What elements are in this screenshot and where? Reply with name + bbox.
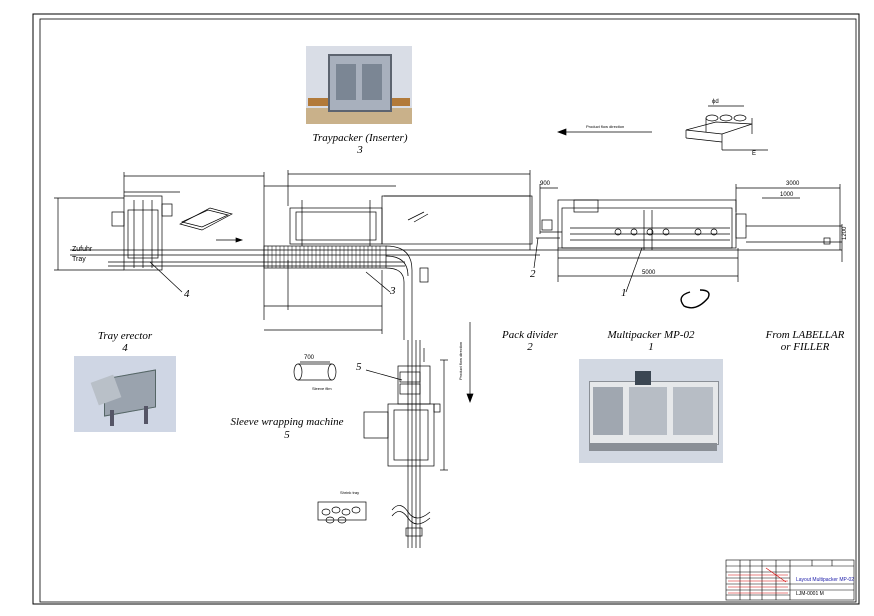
callout-1: 1 — [621, 287, 627, 299]
multipacker-photo — [579, 359, 723, 463]
leader-5 — [365, 369, 403, 381]
callout-5: 5 — [356, 361, 362, 373]
leader-4 — [149, 261, 183, 293]
infeed-label-tray: Tray — [72, 256, 86, 263]
multipacker-number: 1 — [648, 341, 654, 353]
leader-1 — [625, 247, 643, 293]
title-block-title: Layout Multipacker MP-02 — [796, 577, 855, 583]
traypacker-body — [289, 207, 383, 245]
sleeve-film-label: Sleeve film — [312, 386, 332, 391]
traypacker-photo — [306, 46, 412, 124]
curve-conveyor — [385, 245, 413, 340]
leader-2 — [533, 237, 539, 269]
roller-hatching — [267, 246, 381, 268]
roller-conveyor — [263, 245, 387, 269]
source-label-line2: or FILLER — [780, 341, 830, 353]
dim-5000: 5000 — [642, 270, 656, 276]
callout-4: 4 — [184, 288, 190, 300]
sleeve-machine-number: 5 — [284, 429, 290, 441]
callout-2: 2 — [530, 268, 536, 280]
pack-divider-label: Pack divider — [502, 329, 558, 341]
shrink-tray-label: Shrink tray — [340, 490, 360, 495]
outer-frame — [32, 13, 860, 605]
pack-divider-number: 2 — [527, 341, 533, 353]
multipacker-label: Multipacker MP-02 — [607, 329, 695, 341]
traypacker-number: 3 — [357, 144, 363, 156]
dim-1000: 1000 — [780, 192, 794, 198]
sleeve-machine-label: Sleeve wrapping machine — [230, 416, 344, 428]
title-block-number: LJM-0001 M — [796, 591, 824, 597]
traypacker-label: Traypacker (Inserter) — [312, 132, 408, 144]
inner-frame — [39, 18, 857, 603]
leader-3 — [365, 271, 391, 293]
tray-erector-body — [123, 195, 163, 271]
dim-3000: 3000 — [786, 181, 800, 187]
flow-direction-top: Product flow direction — [586, 124, 625, 129]
tray-erector-label: Tray erector — [97, 330, 153, 342]
dim-1200: 1200 — [842, 226, 848, 240]
tray-erector-photo — [74, 356, 176, 432]
multipacker-body — [557, 199, 737, 249]
source-label-line1: From LABELLAR — [765, 329, 845, 341]
dim-700: 700 — [304, 355, 315, 361]
dim-e: E — [752, 151, 757, 157]
callout-3: 3 — [390, 285, 396, 297]
title-block — [725, 559, 855, 601]
sleeve-machine-body — [387, 403, 435, 467]
tray-erector-number: 4 — [122, 342, 128, 354]
flow-direction-vertical: Product flow direction — [458, 341, 463, 380]
infeed-label-zufuhr: Zufuhr — [72, 246, 93, 253]
dim-phi-d: ϕd — [712, 99, 719, 105]
dim-900: 900 — [540, 181, 551, 187]
